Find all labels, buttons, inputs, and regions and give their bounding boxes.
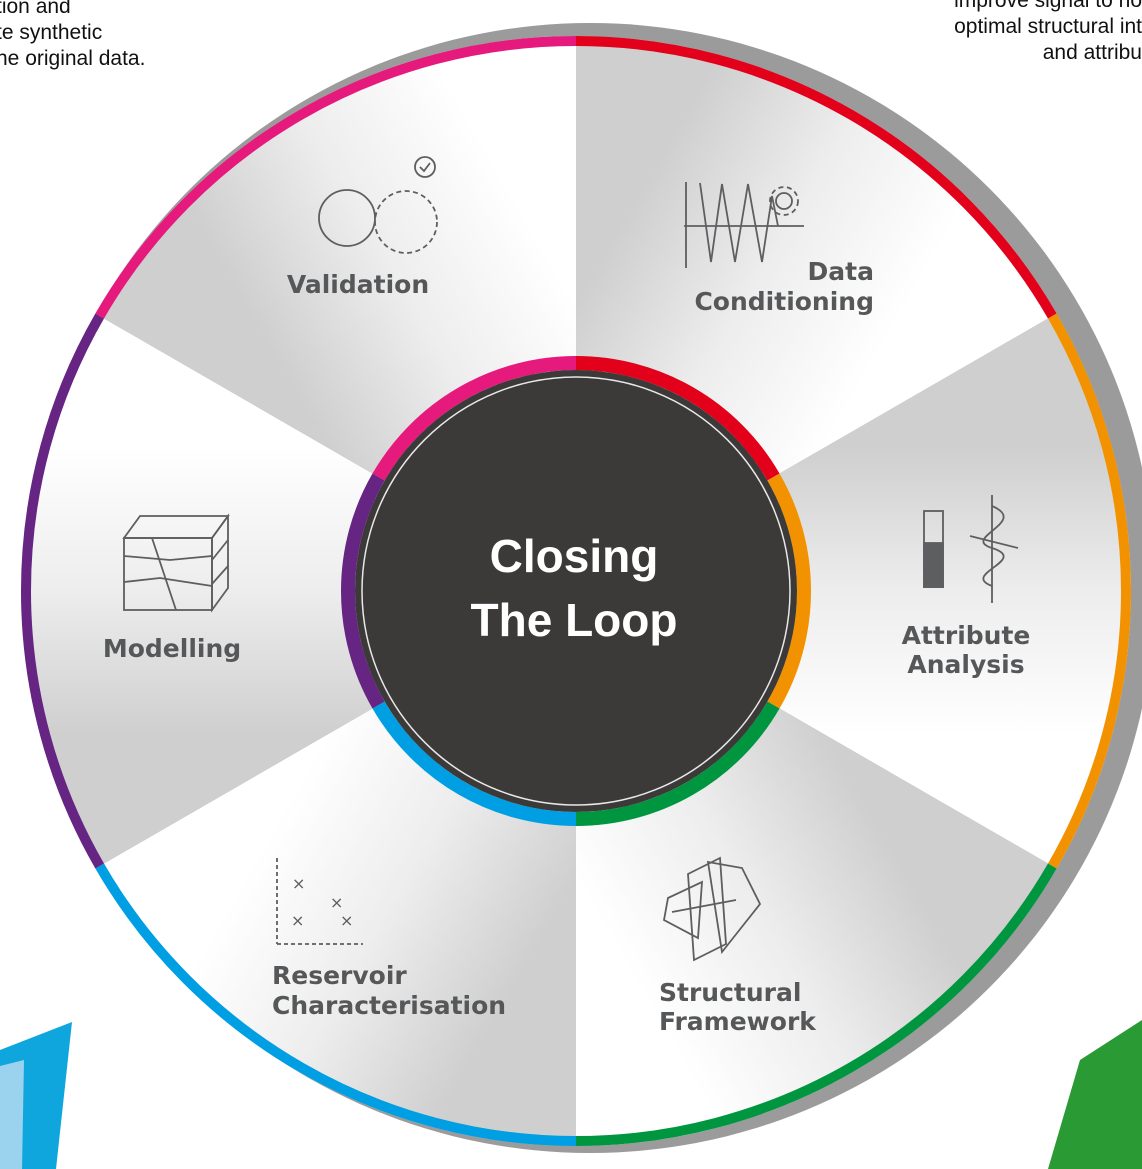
overlap-circles-check-icon	[318, 156, 438, 254]
bottom-left-decor-inner	[0, 1060, 24, 1169]
inner-arc-validation	[372, 356, 577, 481]
segment-attribute-analysis	[576, 313, 1131, 869]
outer-arc-structural-framework	[575, 863, 1057, 1146]
inner-arcs-layer	[341, 356, 811, 826]
top-right-line-3: and attribu	[1042, 41, 1142, 64]
center-title-line2: The Loop	[471, 594, 678, 646]
svg-text:×: ×	[330, 893, 343, 912]
scatter-crossplot-icon: × × × ×	[276, 858, 363, 945]
outer-arc-reservoir-characterisation	[95, 863, 577, 1146]
bottom-right-decor-shape	[1048, 1020, 1142, 1169]
outer-arc-data-conditioning	[575, 36, 1057, 319]
outer-arc-modelling	[21, 313, 105, 869]
label-structural-framework-1: Structural	[659, 978, 801, 1007]
outer-arc-attribute-analysis	[1047, 313, 1131, 869]
svg-text:×: ×	[292, 874, 305, 893]
attribute-gauge-icon	[923, 495, 1019, 603]
top-right-line-2: optimal structural int	[954, 15, 1142, 38]
center-disc	[355, 370, 797, 812]
label-structural-framework-2: Framework	[659, 1007, 817, 1036]
top-right-text: improve signal to no optimal structural …	[954, 0, 1142, 66]
label-attribute-analysis-2: Analysis	[907, 650, 1024, 679]
inner-arc-modelling	[341, 473, 385, 709]
geo-block-model-icon	[122, 513, 230, 613]
inner-arc-attribute-analysis	[767, 473, 811, 709]
label-data-conditioning-2: Conditioning	[694, 287, 874, 316]
top-left-line-1: tion and	[0, 0, 71, 18]
inner-arc-data-conditioning	[575, 356, 780, 481]
label-attribute-analysis-1: Attribute	[902, 621, 1031, 650]
label-validation: Validation	[287, 270, 429, 299]
inner-arc-reservoir-characterisation	[372, 701, 577, 826]
segment-modelling	[21, 313, 577, 869]
outer-arc-validation	[95, 36, 577, 319]
label-reservoir-characterisation-1: Reservoir	[272, 961, 407, 990]
seismic-trace-gear-icon	[684, 182, 804, 268]
center-inner-ring	[361, 376, 791, 806]
center-title-line1: Closing	[490, 530, 659, 582]
top-left-text: tion and te synthetic he original data.	[0, 0, 145, 72]
inner-arc-structural-framework	[575, 701, 780, 826]
outer-arcs-layer	[21, 36, 1131, 1146]
label-reservoir-characterisation-2: Characterisation	[272, 991, 506, 1020]
svg-text:×: ×	[340, 911, 353, 930]
top-left-line-2: te synthetic	[0, 21, 103, 44]
fault-surface-icon	[662, 856, 762, 962]
label-modelling: Modelling	[103, 634, 241, 663]
svg-text:×: ×	[291, 911, 304, 930]
label-data-conditioning-1: Data	[808, 257, 874, 286]
top-right-line-1: improve signal to no	[954, 0, 1142, 12]
top-left-line-3: he original data.	[0, 47, 146, 70]
